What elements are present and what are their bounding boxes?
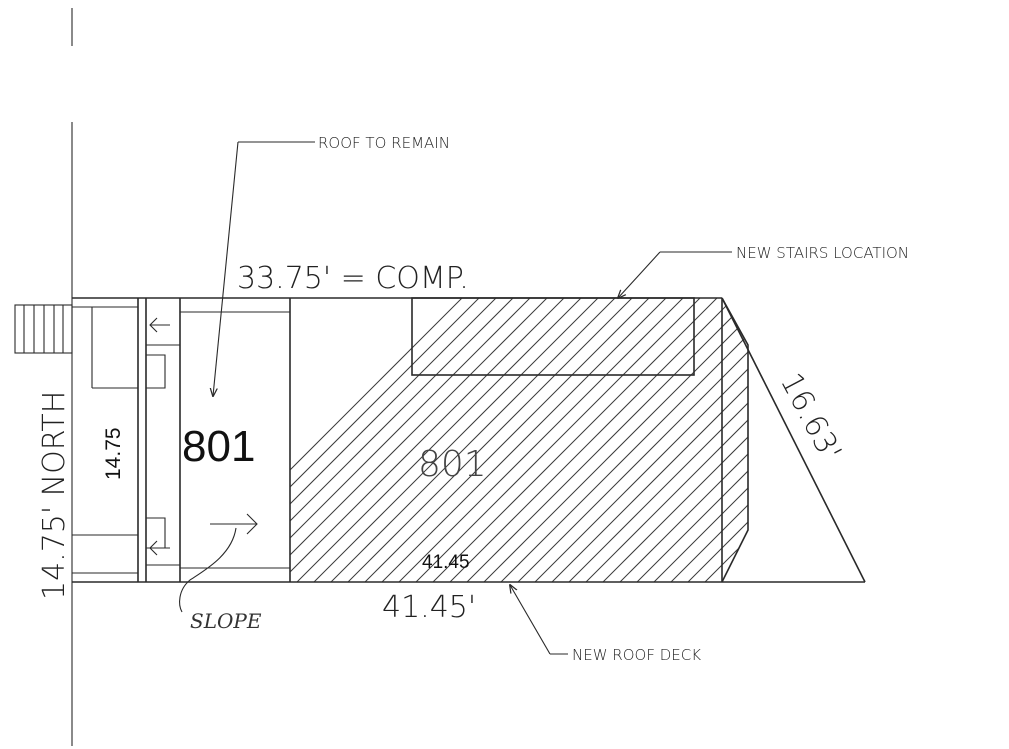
dimension-side-north: 14.75' NORTH xyxy=(37,391,72,600)
dimension-deck: 41.45 xyxy=(422,552,470,573)
hatch-line xyxy=(448,298,748,582)
hatch-line xyxy=(329,298,651,582)
leader-new-stairs xyxy=(618,251,732,298)
hatch-line xyxy=(290,298,600,582)
hatch-line xyxy=(380,298,702,582)
hatch-line xyxy=(567,298,748,582)
label-new-stairs-location: NEW STAIRS LOCATION xyxy=(736,244,909,262)
hatch-line xyxy=(891,280,1009,600)
hatch-line xyxy=(295,298,617,582)
hatch-line xyxy=(533,298,748,582)
left-strip xyxy=(72,298,139,582)
hatch-line xyxy=(720,298,748,582)
hatch-line xyxy=(290,298,566,582)
dimension-bottom: 41.45' xyxy=(382,590,476,625)
existing-stairs xyxy=(14,304,73,354)
hatch-line xyxy=(465,298,748,582)
hatch-line xyxy=(363,298,685,582)
slope-arrow xyxy=(179,513,258,613)
hatch-line xyxy=(499,298,748,582)
dimension-diagonal: 16.63' xyxy=(773,367,848,467)
hatch-line xyxy=(431,298,748,582)
unit-801-block xyxy=(145,298,290,582)
hatch-line xyxy=(823,280,1009,600)
hatch-line xyxy=(290,298,481,582)
hatch-line xyxy=(397,298,719,582)
hatch-line xyxy=(290,298,549,582)
hatch-line xyxy=(669,298,748,582)
hatch-line xyxy=(584,298,748,582)
hatch-line xyxy=(652,298,748,582)
hatch-line xyxy=(857,280,1009,600)
label-roof-to-remain: ROOF TO REMAIN xyxy=(318,134,450,152)
hatch-line xyxy=(290,298,583,582)
unit-number-large: 801 xyxy=(182,422,255,471)
hatch-line xyxy=(618,298,748,582)
hatch-line xyxy=(312,298,634,582)
leader-roof-to-remain xyxy=(213,141,315,396)
unit-number-hatched: 801 xyxy=(418,444,487,485)
hatch-line xyxy=(703,298,748,582)
leader-new-roof-deck xyxy=(510,585,568,655)
hatch-line xyxy=(346,298,668,582)
hatch-line xyxy=(290,298,498,582)
hatch-line xyxy=(482,298,748,582)
roof-deck-hatch xyxy=(290,280,1009,600)
dimension-inner-side: 14.75 xyxy=(102,427,125,480)
hatch-line xyxy=(840,280,1009,600)
hatch-line xyxy=(635,298,748,582)
hatch-line xyxy=(290,298,515,582)
hatch-line xyxy=(290,298,532,582)
label-new-roof-deck: NEW ROOF DECK xyxy=(572,646,701,664)
hatch-line xyxy=(737,298,748,582)
hatch-line xyxy=(414,298,736,582)
hatch-line xyxy=(516,298,748,582)
hatch-line xyxy=(874,280,1009,600)
dimension-top: 33.75' = COMP. xyxy=(237,261,469,296)
hatch-line xyxy=(550,298,748,582)
hatch-line xyxy=(686,298,748,582)
slope-note: SLOPE xyxy=(190,609,262,633)
new-stairs-box xyxy=(411,297,695,376)
hatch-line xyxy=(601,298,748,582)
